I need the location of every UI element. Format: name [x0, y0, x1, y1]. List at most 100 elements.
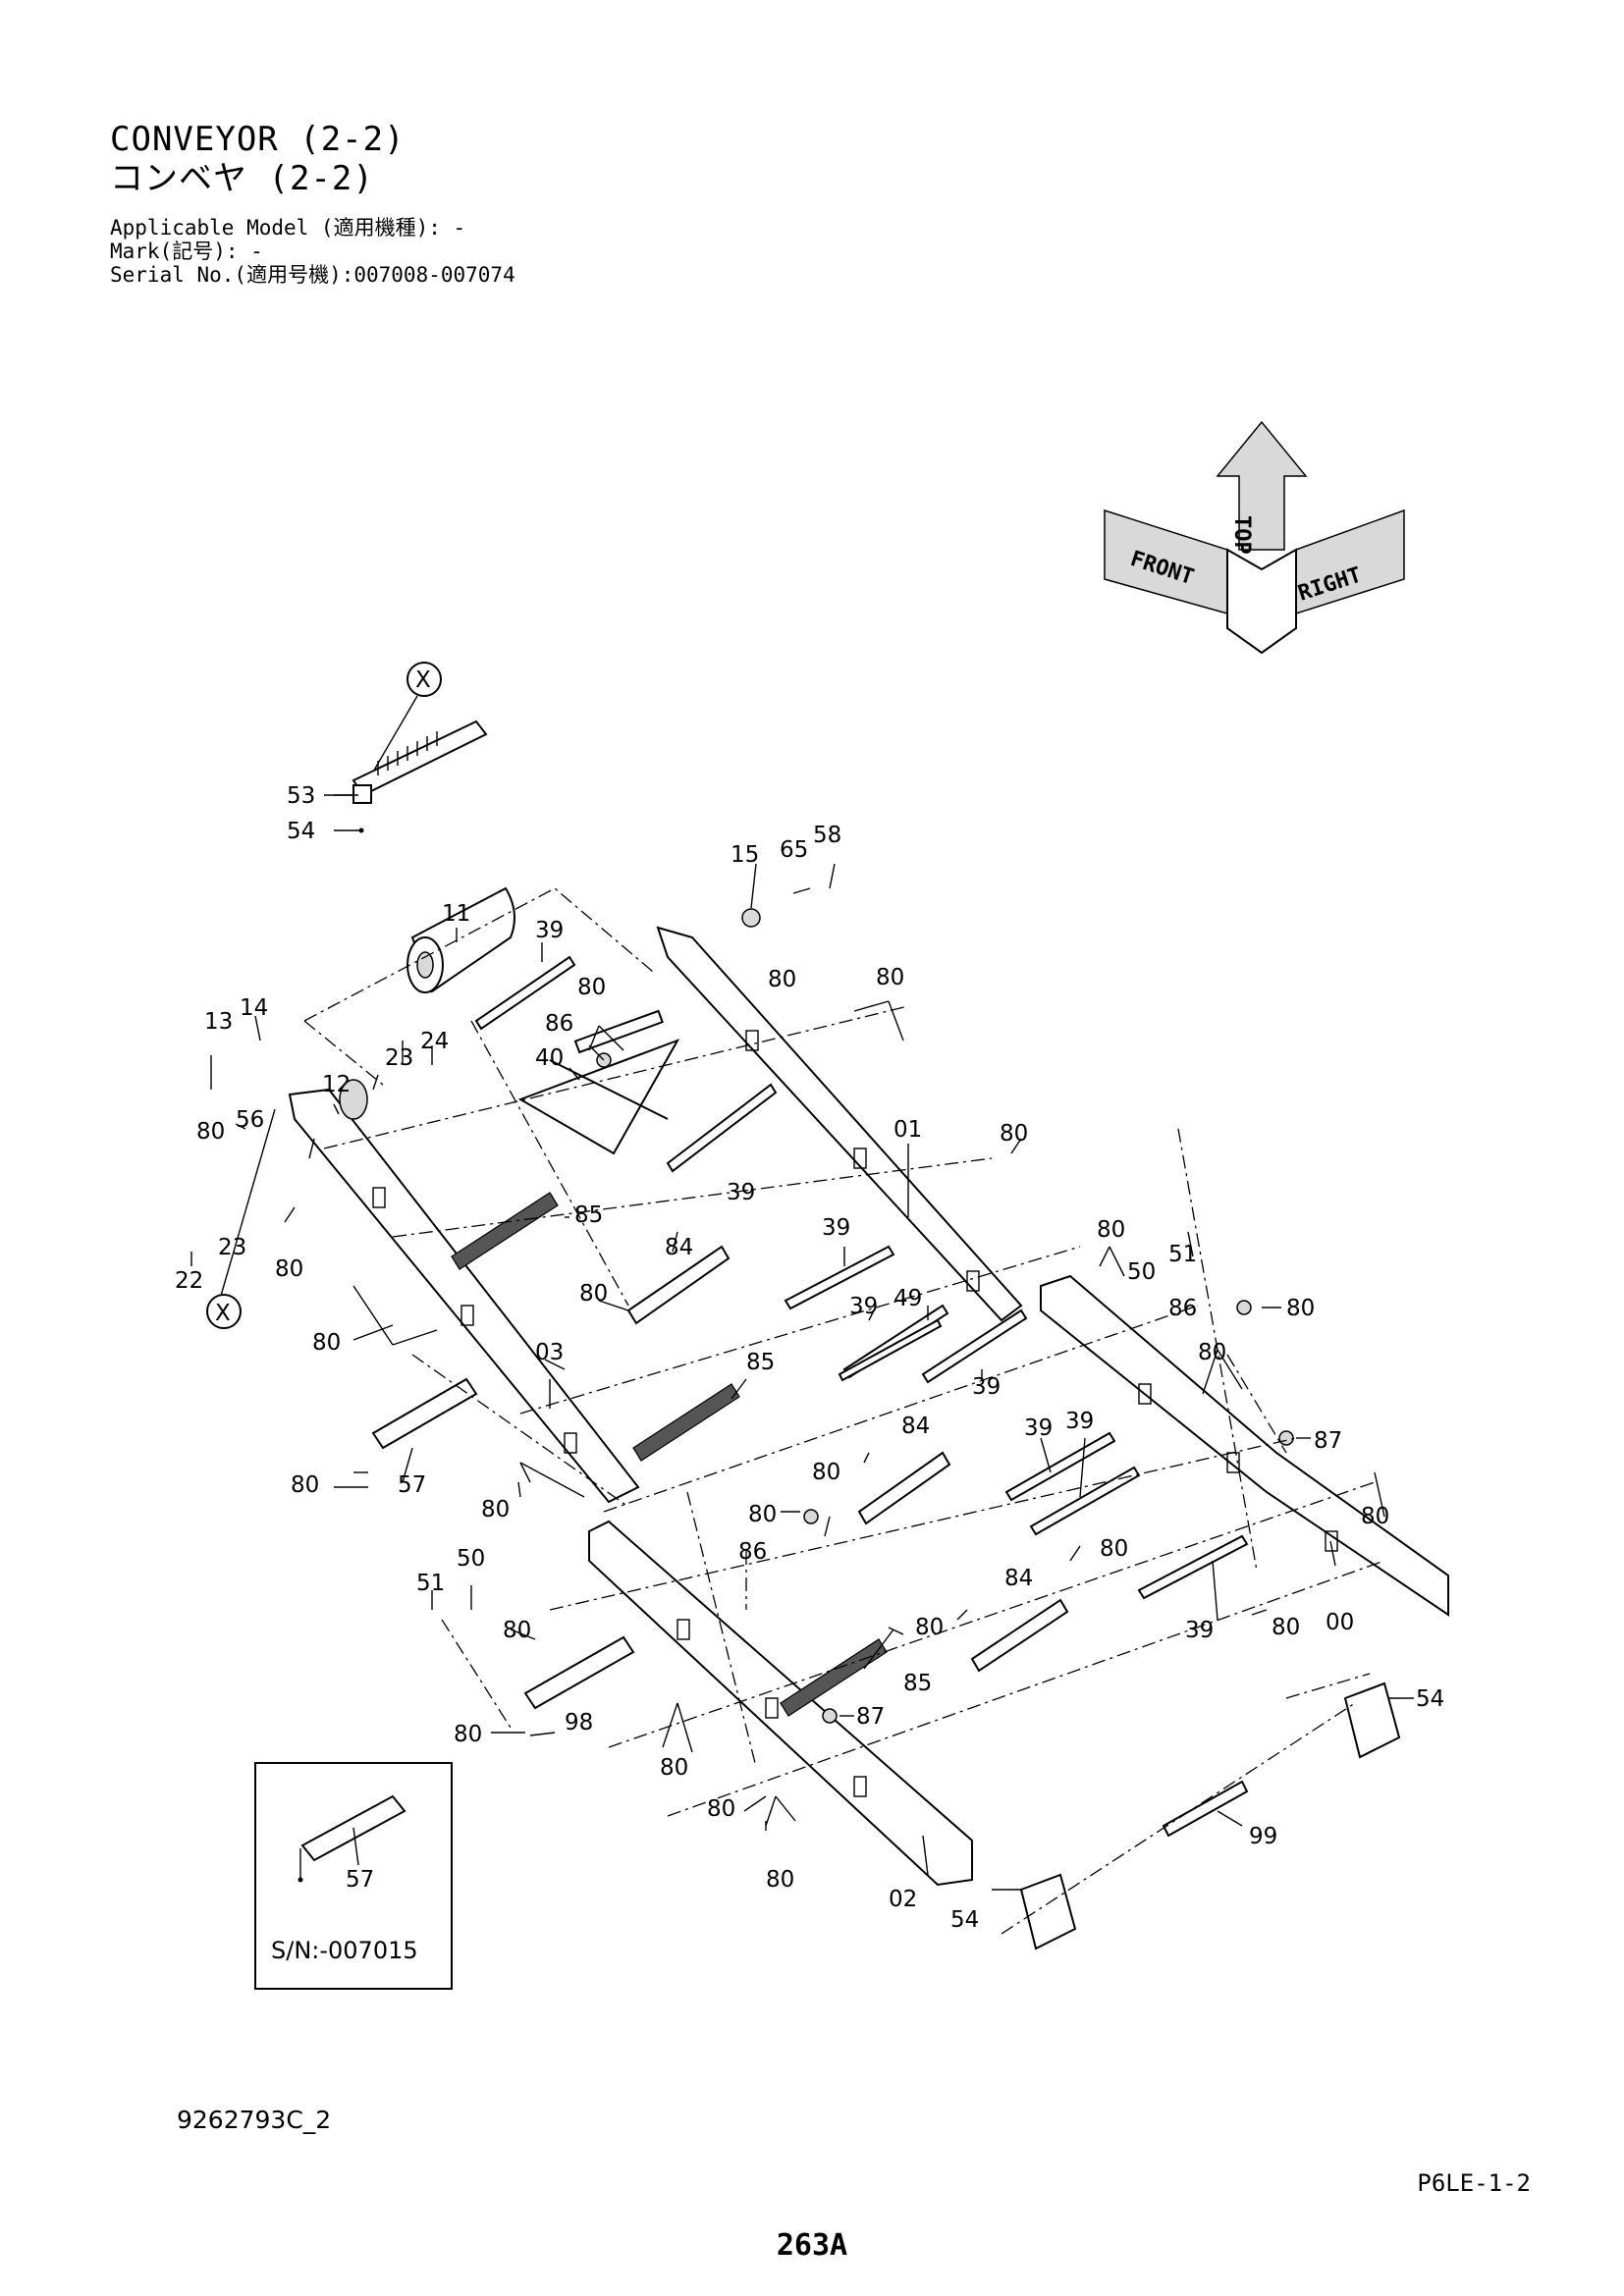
callout-39-e: 39	[972, 1374, 1001, 1400]
callout-03: 03	[535, 1340, 564, 1365]
callout-80-s: 80	[1272, 1615, 1300, 1640]
callout-80-u: 80	[454, 1722, 482, 1747]
callout-84-c: 84	[1004, 1566, 1033, 1591]
callout-39-b: 39	[727, 1180, 755, 1205]
header: CONVEYOR (2-2) コンベヤ (2-2) Applicable Mod…	[110, 120, 515, 287]
callout-84-a: 84	[665, 1235, 693, 1260]
callout-11: 11	[442, 901, 470, 927]
detail-x-left-label: X	[215, 1301, 231, 1326]
callout-85-b: 85	[746, 1350, 775, 1375]
detail-x-bracket	[352, 720, 488, 797]
callout-39-f: 39	[1024, 1415, 1053, 1441]
callout-50-a: 50	[1127, 1259, 1156, 1285]
orientation-indicator: TOP FRONT RIGHT	[1104, 420, 1405, 655]
callout-23-a: 23	[385, 1045, 413, 1071]
callout-80-r: 80	[915, 1615, 944, 1640]
callout-80-d: 80	[1000, 1121, 1028, 1147]
callout-80-l: 80	[812, 1460, 840, 1485]
guide-98	[523, 1635, 635, 1710]
page-number: 263A	[776, 2228, 848, 2263]
callout-56: 56	[236, 1107, 264, 1133]
title-english: CONVEYOR (2-2)	[110, 120, 406, 159]
bracket-84-b	[857, 1451, 951, 1525]
callout-85-c: 85	[903, 1671, 932, 1696]
callout-39-d: 39	[849, 1294, 878, 1319]
callout-54-top: 54	[287, 819, 315, 844]
callout-80-h: 80	[579, 1281, 608, 1307]
callout-15: 15	[731, 842, 759, 868]
callout-51-b: 51	[416, 1571, 445, 1596]
callout-53: 53	[287, 783, 315, 809]
assembly-lines	[303, 887, 1385, 1935]
guides	[371, 1377, 1249, 1838]
drawing-number: 9262793C_2	[177, 2106, 332, 2134]
inset-serial-caption: S/N:-007015	[271, 1937, 418, 1964]
callout-57: 57	[398, 1472, 426, 1498]
bracket-84-a	[626, 1245, 731, 1325]
callout-87-b: 87	[856, 1704, 885, 1730]
bracket-84-c	[970, 1598, 1069, 1673]
callout-80-k: 80	[1198, 1340, 1226, 1365]
callout-40: 40	[535, 1045, 564, 1071]
callout-54-front: 54	[950, 1907, 979, 1933]
rod-39-c	[784, 1245, 895, 1310]
callout-49: 49	[893, 1286, 922, 1311]
detail-x-left-marker-icon	[206, 1294, 242, 1329]
callout-80-t: 80	[503, 1618, 531, 1643]
orientation-cube-icon	[1226, 548, 1297, 655]
callout-80-e: 80	[196, 1119, 225, 1145]
callout-86-b: 86	[1168, 1296, 1197, 1321]
callout-24: 24	[420, 1029, 449, 1054]
callout-84-b: 84	[901, 1414, 930, 1439]
rod-39-h	[1137, 1534, 1249, 1600]
callout-80-f: 80	[1097, 1217, 1125, 1243]
callout-13: 13	[204, 1009, 233, 1035]
callout-80-g: 80	[275, 1256, 303, 1282]
part-86-c	[803, 1509, 819, 1524]
callout-12: 12	[322, 1072, 351, 1097]
mount-plates	[1019, 1682, 1401, 1950]
callout-80-i: 80	[1286, 1296, 1315, 1321]
title-japanese: コンベヤ (2-2)	[110, 159, 374, 198]
part-15	[741, 908, 761, 928]
callout-80-q: 80	[1100, 1536, 1128, 1562]
detail-x-marker-icon	[406, 662, 442, 697]
callout-22: 22	[175, 1268, 203, 1294]
rod-39-f	[1004, 1431, 1116, 1502]
cross-member-00	[1040, 1274, 1449, 1617]
callout-80-o: 80	[748, 1502, 777, 1527]
callout-54-right: 54	[1416, 1686, 1444, 1712]
mark: Mark(記号): -	[110, 240, 263, 263]
part-87-b	[822, 1708, 838, 1724]
callout-80-x: 80	[766, 1867, 794, 1893]
callout-80-m: 80	[291, 1472, 319, 1498]
stand-40	[517, 1039, 680, 1155]
part-87-a	[1278, 1430, 1294, 1446]
rod-39-a	[474, 955, 576, 1031]
callout-58: 58	[813, 823, 841, 848]
side-member-01	[656, 926, 1023, 1322]
callout-99: 99	[1249, 1824, 1277, 1849]
callout-14: 14	[240, 995, 268, 1021]
callout-80-j: 80	[312, 1330, 341, 1356]
rod-39-g	[1029, 1466, 1141, 1536]
rod-39-b	[666, 1083, 778, 1173]
callout-80-b: 80	[876, 965, 904, 990]
callout-86-a: 86	[545, 1011, 573, 1037]
callout-80-w: 80	[707, 1796, 735, 1822]
arrow-top-icon	[1216, 420, 1308, 551]
serial-number: Serial No.(適用号機):007008-007074	[110, 263, 515, 287]
guide-99	[1162, 1780, 1249, 1838]
callout-80-v: 80	[660, 1755, 688, 1781]
callout-80-a: 80	[768, 967, 796, 992]
inset-box: 57 S/N:-007015	[254, 1762, 453, 1990]
side-member-03	[288, 1088, 640, 1504]
callout-39-h: 39	[1185, 1618, 1214, 1643]
callout-39-c: 39	[822, 1215, 850, 1241]
inset-callout-57: 57	[346, 1867, 374, 1893]
spring-85-c	[780, 1638, 888, 1717]
cross-rods	[474, 955, 1249, 1673]
detail-x: X	[334, 662, 488, 833]
springs	[451, 1192, 888, 1717]
